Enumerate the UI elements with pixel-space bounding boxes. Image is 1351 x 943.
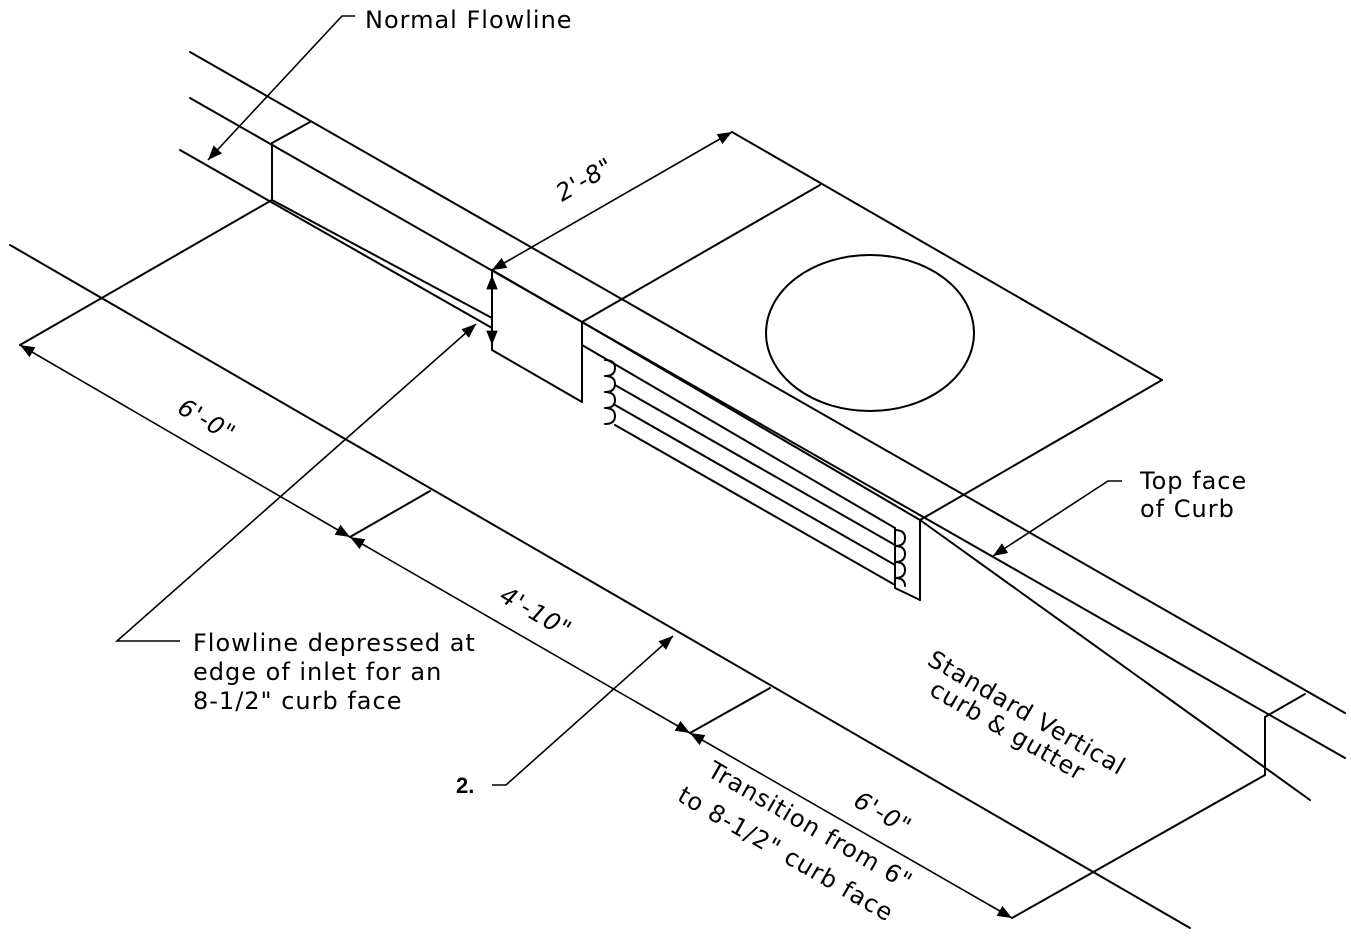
inlet-box [491,131,1163,601]
dimension-inlet-length: 4'-10" [495,581,577,644]
leader-lines [114,15,1122,786]
transition-ticks [349,490,771,734]
left-curb-section [19,121,311,346]
flowline-label-line3: 8-1/2" curb face [193,687,402,715]
callout-number: 2. [456,773,474,798]
dimension-right-transition: 6'-0" [849,786,917,841]
right-curb-section [1011,693,1306,919]
dimension-lines [19,131,1013,919]
inlet-opening [581,344,921,601]
manhole-cover [765,254,975,412]
flowline-label-line2: edge of inlet for an [193,658,442,686]
normal-flowline-label: Normal Flowline [365,6,573,34]
dimension-inlet-depth: 2'-8" [551,152,619,207]
flowline-label-line1: Flowline depressed at [193,629,476,657]
top-face-label-line2: of Curb [1140,495,1235,523]
top-face-label-line1: Top face [1139,467,1247,495]
